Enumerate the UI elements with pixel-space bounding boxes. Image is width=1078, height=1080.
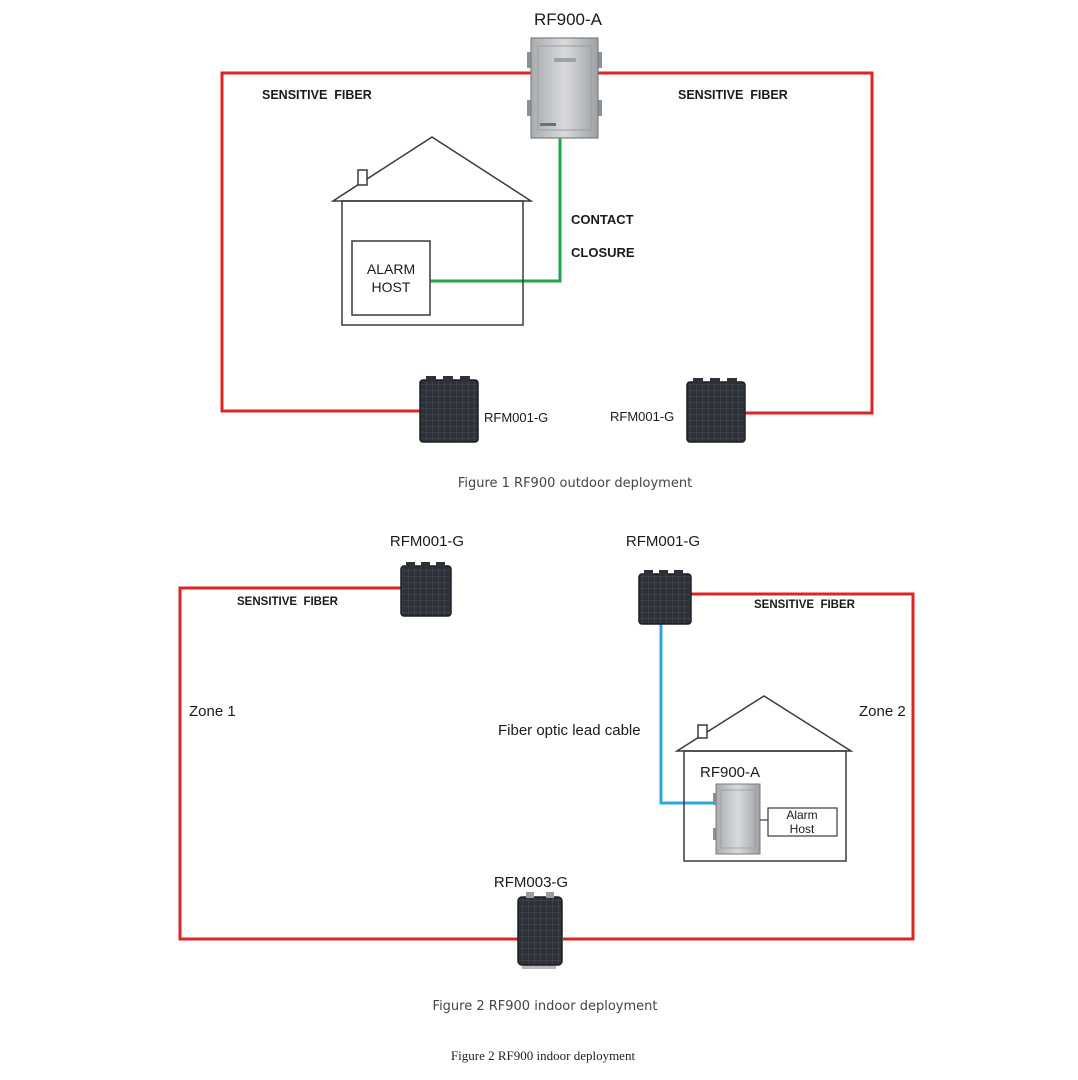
fig1-sensitive-fiber-right-label: SENSITIVE FIBER	[678, 88, 788, 102]
fig1-sensitive-fiber-left	[220, 71, 531, 413]
fig1-alarm-host-label-line2: HOST	[372, 279, 411, 295]
footer-caption: Figure 2 RF900 indoor deployment	[451, 1048, 636, 1063]
fig2-alarm-host-label-line2: Host	[790, 822, 815, 836]
fig2-house	[674, 695, 854, 862]
fig2-sensitive-fiber-loop	[178, 586, 518, 941]
fig1-house	[330, 136, 534, 326]
fig2-fiber-optic-lead-cable	[659, 624, 716, 805]
fig2-rf900a-label: RF900-A	[700, 764, 760, 781]
fig2-sensitive-fiber-left-label: SENSITIVE FIBER	[237, 596, 339, 608]
fig2-rfm001g-right-device	[638, 570, 692, 625]
fig2-rfm001g-left-label: RFM001-G	[390, 533, 464, 550]
fig1-alarm-host-label-line1: ALARM	[367, 261, 415, 277]
fig2-sensitive-fiber-loop-right	[563, 592, 915, 941]
fig2-caption: Figure 2 RF900 indoor deployment	[433, 999, 658, 1014]
fig1-caption: Figure 1 RF900 outdoor deployment	[458, 476, 692, 491]
fig1-rfm001g-right-label: RFM001-G	[610, 409, 674, 424]
fig1-closure-label: CLOSURE	[571, 245, 635, 260]
fig1-contact-closure-wire	[430, 138, 562, 283]
figure2-indoor-deployment: RF900-A Alarm Host RFM001-G RFM001-G SEN…	[178, 533, 915, 1014]
fig1-sensitive-fiber-left-label: SENSITIVE FIBER	[262, 88, 372, 102]
figure1-outdoor-deployment: ALARM HOST RF900-A SENSITIVE FIBER SENSI…	[220, 10, 874, 491]
fig2-zone2-label: Zone 2	[859, 703, 906, 720]
fig1-rfm001g-left-label: RFM001-G	[484, 410, 548, 425]
fig2-rfm003g-device	[517, 892, 563, 969]
fig2-lead-cable-label: Fiber optic lead cable	[498, 722, 641, 739]
fig2-rfm001g-left-device	[400, 562, 452, 617]
fig1-rf900a-label: RF900-A	[534, 10, 603, 29]
fig1-contact-label: CONTACT	[571, 212, 634, 227]
fig2-rfm001g-right-label: RFM001-G	[626, 533, 700, 550]
fig2-alarm-host-box	[767, 807, 838, 837]
fig1-alarm-host-box	[351, 240, 431, 316]
fig2-rfm003g-label: RFM003-G	[494, 874, 568, 891]
fig2-rf900a-device	[713, 783, 761, 855]
fig2-alarm-host-label-line1: Alarm	[786, 808, 817, 822]
fig1-rfm001g-right-device	[686, 378, 746, 443]
fig1-sensitive-fiber-right	[598, 71, 874, 415]
fig1-rfm001g-left-device	[419, 376, 479, 443]
fig1-rf900a-device	[527, 37, 602, 139]
fig2-zone1-label: Zone 1	[189, 703, 236, 720]
fig2-sensitive-fiber-right-label: SENSITIVE FIBER	[754, 599, 856, 611]
